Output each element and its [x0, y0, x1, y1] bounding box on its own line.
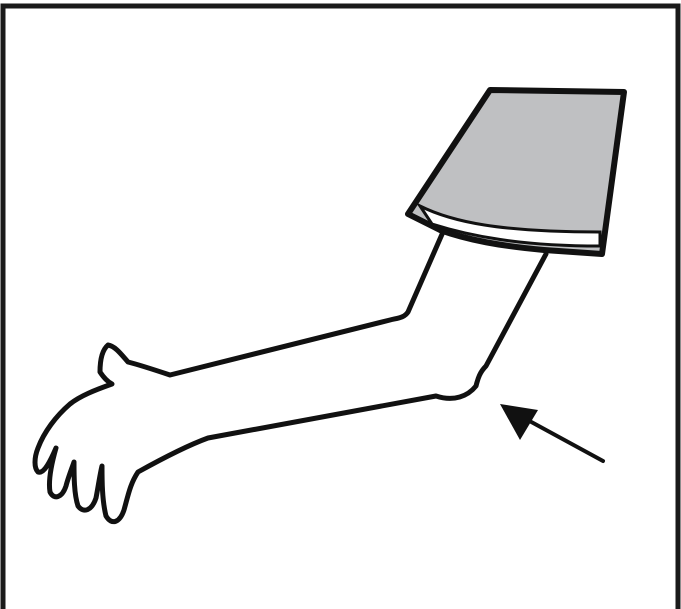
arm-illustration [0, 0, 681, 609]
illustration-frame [0, 0, 681, 609]
